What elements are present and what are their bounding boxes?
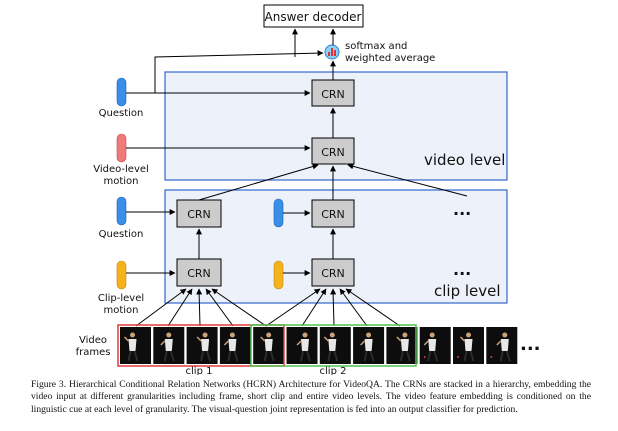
question-clip-label: Question	[99, 229, 144, 240]
crn-clip1-question: CRN	[176, 199, 222, 228]
clip-motion-label-line2: motion	[103, 305, 138, 316]
video-motion-vector	[116, 133, 127, 163]
video-frame	[319, 327, 351, 364]
video-frames-strip	[120, 327, 518, 364]
crn-video-motion: CRN	[311, 137, 355, 165]
video-frame	[186, 327, 218, 364]
video-frame	[486, 327, 518, 364]
video-frame	[419, 327, 451, 364]
softmax-label-line2: weighted average	[345, 53, 435, 64]
clip-motion-vector	[116, 260, 127, 290]
clip1-label: clip 1	[186, 366, 213, 375]
crn-clip2-motion: CRN	[311, 258, 355, 287]
clip2-border	[250, 324, 417, 367]
video-motion-label-line1: Video-level	[93, 164, 149, 175]
clip2-label: clip 2	[320, 366, 347, 375]
crn-clip2-question: CRN	[311, 199, 355, 228]
clip2-motion-vector	[273, 260, 284, 290]
hcrn-architecture-diagram: video level clip level Answer decoder so…	[76, 4, 541, 375]
frames-ellipsis: ...	[520, 334, 541, 355]
video-frames-label-line2: frames	[76, 347, 111, 358]
clip-motion-label-line1: Clip-level	[98, 293, 144, 304]
crn-clip1-motion: CRN	[176, 258, 222, 287]
svg-text:CRN: CRN	[321, 267, 345, 280]
video-frame	[219, 327, 251, 364]
svg-text:CRN: CRN	[321, 88, 345, 101]
question-top-vector	[116, 77, 127, 107]
video-frame	[453, 327, 484, 364]
video-level-label: video level	[424, 151, 505, 169]
svg-text:CRN: CRN	[187, 208, 211, 221]
clip1-border	[117, 324, 285, 367]
svg-text:CRN: CRN	[321, 208, 345, 221]
svg-text:CRN: CRN	[321, 146, 345, 159]
video-frames-label-line1: Video	[79, 335, 107, 346]
clip-motion-ellipsis: ...	[453, 260, 471, 279]
video-frame	[120, 327, 151, 364]
figure-caption: Figure 3. Hierarchical Conditional Relat…	[31, 379, 591, 415]
connection-arrows	[126, 28, 468, 327]
softmax-node	[324, 44, 340, 60]
video-motion-label-line2: motion	[103, 176, 138, 187]
crn-video-top: CRN	[311, 79, 355, 107]
video-frame	[286, 327, 318, 364]
bar-chart-icon	[328, 48, 336, 56]
clip-question-ellipsis: ...	[453, 200, 471, 219]
video-frame	[153, 327, 185, 364]
answer-decoder-label: Answer decoder	[265, 10, 362, 24]
question-clip2-vector	[273, 198, 284, 228]
video-frame	[253, 327, 285, 364]
video-frame	[386, 327, 418, 364]
clip-level-label: clip level	[434, 282, 501, 300]
softmax-label-line1: softmax and	[345, 41, 407, 52]
question-top-label: Question	[99, 108, 144, 119]
answer-decoder-box	[263, 4, 364, 28]
question-clip-vector	[116, 196, 127, 226]
video-frame	[353, 327, 385, 364]
svg-text:CRN: CRN	[187, 267, 211, 280]
